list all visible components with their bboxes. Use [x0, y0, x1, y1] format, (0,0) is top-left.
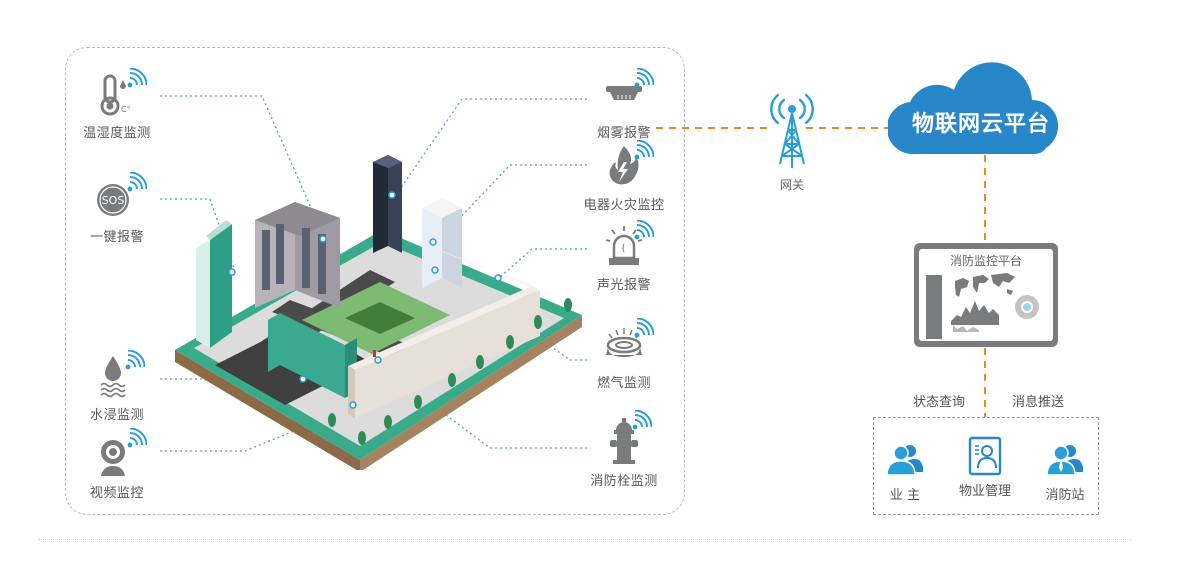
- users-box: 业 主 物业管理 消防站: [873, 417, 1099, 515]
- monitor-screen: 消防监控平台: [919, 249, 1053, 341]
- sensor-fire-hydrant: 消防栓监测: [569, 410, 679, 489]
- iot-cloud-platform: 物联网云平台: [888, 52, 1074, 156]
- sensor-sound-light-alarm: 声光报警: [569, 220, 679, 293]
- gas-detector-icon: [594, 318, 654, 370]
- bottom-divider: [38, 539, 1132, 540]
- thermometer-icon: C°: [87, 68, 147, 120]
- leader-line-smoke: [395, 98, 587, 196]
- wireless-signal-icon: [634, 68, 654, 88]
- wireless-signal-icon: [127, 68, 147, 88]
- cloud-label: 物联网云平台: [911, 112, 1050, 137]
- dashboard-screen-icon: [926, 273, 1039, 339]
- sensor-label: 一键报警: [89, 230, 144, 245]
- sensor-sos-alarm: SOS 一键报警: [62, 172, 172, 245]
- sensor-water-immersion: 水浸监测: [62, 350, 172, 423]
- wireless-signal-icon: [634, 318, 654, 338]
- hydrant-marker: [373, 350, 376, 357]
- user-fire-station: 消防站: [1030, 442, 1100, 503]
- sensor-video-surveillance: 视频监控: [62, 428, 172, 501]
- electrical-fire-icon: [594, 140, 654, 192]
- sensor-label: 温湿度监测: [83, 126, 151, 141]
- sos-button-icon: SOS: [87, 172, 147, 224]
- campus-isometric-illustration: [175, 155, 582, 470]
- wireless-signal-icon: [127, 172, 147, 192]
- user-label: 业 主: [889, 488, 921, 503]
- cloud-icon: [888, 62, 1059, 155]
- base-soil-right: [360, 315, 582, 470]
- fire-monitoring-platform: 消防监控平台: [914, 243, 1058, 347]
- sensor-label: 烟雾报警: [596, 126, 651, 141]
- gateway-label: 网关: [779, 178, 804, 192]
- flow-label-message-push: 消息推送: [1012, 395, 1065, 410]
- sensor-label: 电器火灾监控: [583, 198, 665, 213]
- leader-line-fire: [435, 164, 587, 244]
- wireless-signal-icon: [632, 410, 652, 430]
- trees: [328, 298, 572, 445]
- tower-teal: [210, 224, 232, 348]
- building-teal-low: [268, 313, 345, 398]
- gateway: 网关: [764, 92, 820, 193]
- wireless-signal-icon: [125, 350, 145, 370]
- sensor-points: [228, 191, 502, 409]
- owner-users-icon: [886, 445, 923, 476]
- sensor-temperature-humidity: C° 温湿度监测: [62, 68, 172, 141]
- sensor-label: 燃气监测: [596, 376, 651, 391]
- sensor-label: 视频监控: [89, 486, 144, 501]
- flow-label-status-query: 状态查询: [913, 395, 966, 410]
- svg-text:C°: C°: [121, 105, 131, 114]
- svg-text:SOS: SOS: [102, 194, 125, 207]
- leader-line-video: [160, 405, 356, 452]
- fire-station-users-icon: [1046, 445, 1083, 476]
- sensor-electrical-fire: 电器火灾监控: [569, 140, 679, 213]
- leader-line-sos: [160, 198, 235, 269]
- user-label: 消防站: [1045, 488, 1085, 503]
- wireless-signal-icon: [634, 140, 654, 160]
- antenna-tower-icon: [770, 93, 814, 168]
- camera-icon: [87, 428, 147, 480]
- wireless-signal-icon: [127, 428, 147, 448]
- dormitory-long: [355, 290, 540, 418]
- sensor-gas-detection: 燃气监测: [569, 318, 679, 391]
- monitor-title: 消防监控平台: [949, 254, 1022, 268]
- water-immersion-icon: [87, 350, 147, 402]
- sensor-smoke-alarm: 烟雾报警: [569, 68, 679, 141]
- wireless-signal-icon: [634, 220, 654, 240]
- skyscraper-dark: [373, 155, 388, 253]
- leader-line-gas: [531, 332, 587, 361]
- courtyard-center: [345, 302, 415, 334]
- fire-hydrant-icon: [594, 410, 654, 468]
- sensor-label: 水浸监测: [89, 408, 144, 423]
- sensor-area-frame: [65, 47, 685, 515]
- user-owner: 业 主: [870, 442, 940, 503]
- base-soil: [175, 350, 360, 470]
- smoke-detector-icon: [594, 68, 654, 120]
- user-property-management: 物业管理: [950, 436, 1020, 499]
- sensor-label: 声光报警: [596, 278, 651, 293]
- siren-icon: [594, 220, 654, 272]
- sensor-label: 消防栓监测: [590, 474, 658, 489]
- property-card-icon: [968, 436, 1002, 476]
- leader-line-temperature: [160, 95, 313, 211]
- leader-line-siren: [497, 248, 587, 280]
- user-label: 物业管理: [958, 484, 1011, 499]
